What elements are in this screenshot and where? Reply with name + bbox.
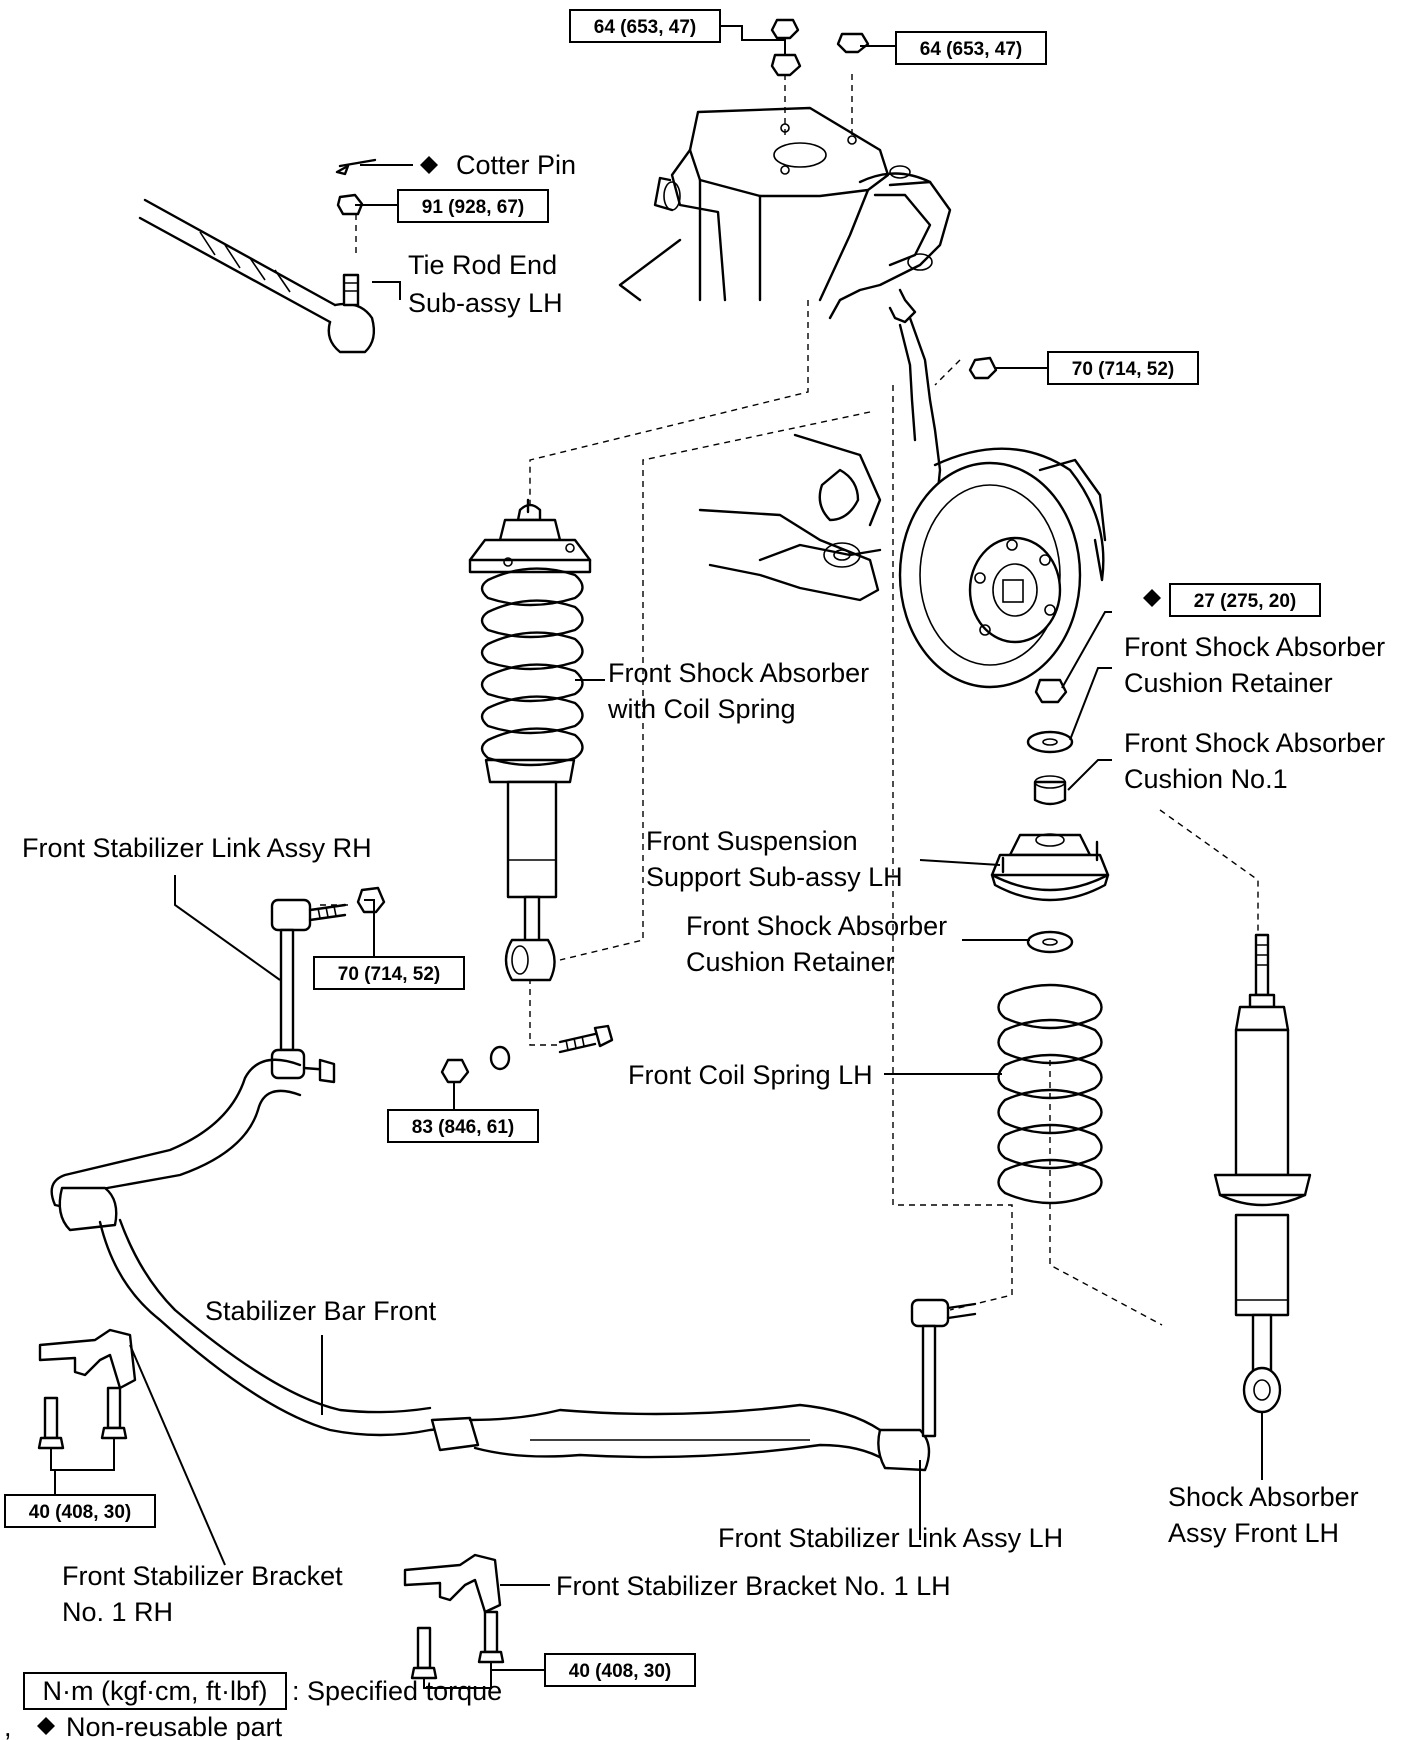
label-shock-coil-2: with Coil Spring	[607, 694, 796, 724]
label-stab-link-rh: Front Stabilizer Link Assy RH	[22, 833, 372, 863]
coil-spring-illustration	[997, 983, 1103, 1205]
stabilizer-bar-illustration	[50, 1058, 931, 1472]
bracket-lh-illustration	[403, 1553, 505, 1680]
stabilizer-link-rh-illustration	[270, 886, 386, 1084]
label-tie-rod-1: Tie Rod End	[408, 250, 557, 280]
torque-link-rh: 70 (714, 52)	[338, 964, 440, 985]
torque-tie-rod-nut: 91 (928, 67)	[422, 197, 524, 218]
shock-with-coil-spring-illustration	[468, 498, 592, 982]
stabilizer-link-lh-illustration	[910, 1298, 977, 1438]
label-bracket-lh: Front Stabilizer Bracket No. 1 LH	[556, 1571, 951, 1601]
support-stack-illustration	[990, 678, 1110, 954]
label-cushion-retainer-top-2: Cushion Retainer	[1124, 668, 1333, 698]
legend-nonreusable: Non-reusable part	[66, 1712, 283, 1740]
top-nuts-illustration	[770, 18, 998, 380]
legend-unit-box: N·m (kgf·cm, ft·lbf)	[43, 1676, 268, 1706]
label-cushion-no1-1: Front Shock Absorber	[1124, 728, 1385, 758]
bracket-rh-illustration	[37, 1328, 137, 1450]
label-support-2: Support Sub-assy LH	[646, 862, 903, 892]
label-stab-link-lh: Front Stabilizer Link Assy LH	[718, 1523, 1063, 1553]
label-shock-coil-1: Front Shock Absorber	[608, 658, 869, 688]
label-cushion-retainer-bottom-1: Front Shock Absorber	[686, 911, 947, 941]
torque-knuckle-nut: 70 (714, 52)	[1072, 359, 1174, 380]
label-shock-assy-2: Assy Front LH	[1168, 1518, 1339, 1548]
label-stab-bar: Stabilizer Bar Front	[205, 1296, 437, 1326]
torque-shock-nut: 27 (275, 20)	[1194, 591, 1296, 612]
diamond-icon	[1143, 589, 1161, 607]
label-bracket-rh-2: No. 1 RH	[62, 1597, 173, 1627]
diamond-icon	[37, 1717, 55, 1735]
label-cotter-pin: Cotter Pin	[456, 150, 576, 180]
tie-rod-end-illustration	[138, 158, 377, 354]
diamond-icon	[420, 156, 438, 174]
torque-lower-bolt: 83 (846, 61)	[412, 1117, 514, 1138]
torque-top-left-box: 64 (653, 47)	[569, 9, 721, 43]
torque-bracket-rh-box: 40 (408, 30)	[4, 1494, 156, 1528]
label-support-1: Front Suspension	[646, 826, 858, 856]
torque-bracket-lh: 40 (408, 30)	[569, 1661, 671, 1682]
label-shock-assy-1: Shock Absorber	[1168, 1482, 1359, 1512]
lower-bolt-illustration	[440, 1024, 614, 1084]
torque-shock-nut-box: 27 (275, 20)	[1143, 583, 1321, 617]
label-cushion-retainer-bottom-2: Cushion Retainer	[686, 947, 895, 977]
torque-bracket-rh: 40 (408, 30)	[29, 1502, 131, 1523]
legend: N·m (kgf·cm, ft·lbf) : Specified torque …	[4, 1672, 502, 1740]
legend-prefix: ,	[4, 1712, 12, 1740]
torque-knuckle-box: 70 (714, 52)	[1047, 351, 1199, 385]
frame-upper-arm-illustration	[618, 106, 952, 522]
label-coil-spring: Front Coil Spring LH	[628, 1060, 873, 1090]
label-tie-rod-2: Sub-assy LH	[408, 288, 563, 318]
torque-link-rh-box: 70 (714, 52)	[313, 956, 465, 990]
leader-lines	[50, 25, 1263, 1689]
label-bracket-rh-1: Front Stabilizer Bracket	[62, 1561, 343, 1591]
torque-top-right-box: 64 (653, 47)	[895, 31, 1047, 65]
torque-tie-rod-box: 91 (928, 67)	[397, 189, 549, 223]
label-cushion-no1-2: Cushion No.1	[1124, 764, 1288, 794]
shock-absorber-assy-illustration	[1213, 933, 1312, 1414]
legend-unit-text: : Specified torque	[292, 1676, 502, 1706]
torque-top-left: 64 (653, 47)	[594, 17, 696, 38]
torque-top-right: 64 (653, 47)	[920, 39, 1022, 60]
torque-lower-bolt-box: 83 (846, 61)	[387, 1109, 539, 1143]
knuckle-disc-lower-arm-illustration	[698, 433, 1107, 689]
torque-bracket-lh-box: 40 (408, 30)	[544, 1653, 696, 1687]
label-cushion-retainer-top-1: Front Shock Absorber	[1124, 632, 1385, 662]
